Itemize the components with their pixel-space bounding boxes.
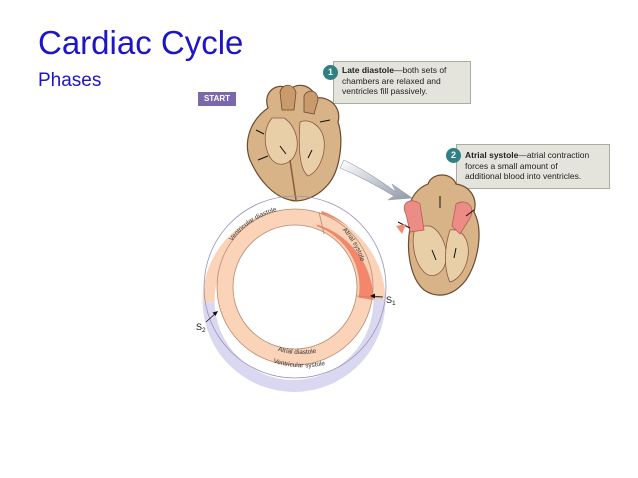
- step2-text-line1: —atrial contraction: [518, 150, 590, 160]
- heart-atrial-systole-illustration: [396, 174, 480, 296]
- step1-text-line3: ventricles fill passively.: [342, 86, 428, 97]
- step2-heading: Atrial systole: [465, 150, 519, 160]
- s2-label: S: [196, 322, 202, 332]
- s1-subscript: 1: [392, 300, 396, 307]
- step1-heading: Late diastole: [342, 65, 394, 75]
- step2-number-badge: 2: [446, 148, 461, 163]
- s2-subscript: 2: [202, 327, 206, 334]
- step1-callout: 1 Late diastole—both sets of chambers ar…: [323, 61, 471, 104]
- s1-label: S: [386, 295, 392, 305]
- heart-late-diastole-illustration: [246, 84, 342, 202]
- step2-text-line2: forces a small amount of: [465, 160, 558, 171]
- step1-number-badge: 1: [323, 65, 338, 80]
- step1-text-line2: chambers are relaxed and: [342, 75, 441, 86]
- svg-text:S2: S2: [196, 322, 206, 334]
- s1-marker: S1: [370, 293, 396, 307]
- step1-text-line1: —both sets of: [393, 65, 447, 75]
- slide-subtitle: Phases: [38, 70, 102, 91]
- slide-title: Cardiac Cycle: [38, 24, 244, 61]
- cardiac-cycle-ring: Ventricular diastole Atrial systole Atri…: [202, 195, 387, 392]
- step2-callout: 2 Atrial systole—atrial contraction forc…: [446, 144, 610, 189]
- atrial-diastole-label: Atrial diastole: [277, 346, 317, 356]
- start-tag: START: [198, 92, 236, 106]
- step2-text-line3: additional blood into ventricles.: [465, 171, 582, 182]
- ventricular-systole-label: Ventricular systole: [273, 358, 327, 370]
- s2-marker: S2: [196, 311, 218, 334]
- transition-arrow: [339, 159, 413, 201]
- svg-text:S1: S1: [386, 295, 396, 307]
